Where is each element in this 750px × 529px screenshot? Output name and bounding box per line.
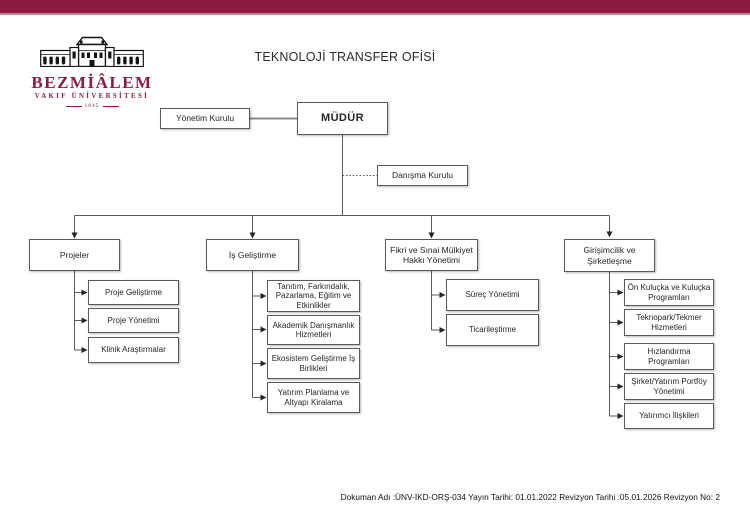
page-title: TEKNOLOJİ TRANSFER OFİSİ <box>254 50 436 64</box>
org-box-child: Akademik Danışmanlık Hizmetleri <box>267 315 360 345</box>
org-box-child: Yatırım Planlama ve Altyapı Kiralama <box>267 382 360 413</box>
org-box-child: Klinik Araştırmalar <box>88 337 179 363</box>
org-box-child: Proje Geliştirme <box>88 280 179 305</box>
org-box-yonetim-kurulu: Yönetim Kurulu <box>160 108 250 129</box>
logo-year: 1845 <box>84 102 100 109</box>
org-box-child: Proje Yönetimi <box>88 308 179 333</box>
org-box-branch-girisimcilik: Girişimcilik ve Şirketleşme <box>564 239 655 272</box>
top-brand-bar-accent <box>0 13 750 15</box>
logo-wordmark: BEZMİÂLEM <box>31 73 153 92</box>
org-box-branch-projeler: Projeler <box>29 239 120 271</box>
org-box-danisma-kurulu: Danışma Kurulu <box>377 165 468 186</box>
org-box-branch-is-gelistirme: İş Geliştirme <box>206 239 299 271</box>
university-building-icon <box>40 36 144 68</box>
top-brand-bar <box>0 0 750 13</box>
logo-subtitle: VAKIF ÜNİVERSİTESİ <box>34 93 150 100</box>
org-box-child: Yatırımcı İlişkileri <box>624 403 714 429</box>
org-box-mudur: MÜDÜR <box>297 102 388 135</box>
document-info-footer: Dokuman Adı :ÜNV-İKD-ORŞ-034 Yayın Tarih… <box>340 492 720 502</box>
logo-year-rule-left <box>65 106 82 108</box>
logo-year-row: 1845 <box>28 102 156 110</box>
university-logo: BEZMİÂLEM VAKIF ÜNİVERSİTESİ 1845 <box>28 36 156 109</box>
logo-year-rule-right <box>102 106 119 108</box>
org-box-child: Şirket/Yatırım Portföy Yönetimi <box>624 373 714 400</box>
org-box-child: Ön Kuluçka ve Kuluçka Programları <box>624 279 714 306</box>
org-box-child: Ekosistem Geliştirme İş Birlikleri <box>267 348 360 379</box>
org-box-child: Teknopark/Tekmer Hizmetleri <box>624 309 714 336</box>
org-box-child: Süreç Yönetimi <box>446 279 539 311</box>
org-box-child: Ticarileştirme <box>446 314 539 346</box>
org-box-child: Hızlandırma Programları <box>624 343 714 370</box>
org-box-branch-fikri-mulkiyet: Fikri ve Sınai Mülkiyet Hakkı Yönetimi <box>385 239 478 271</box>
org-box-child: Tanıtım, Farkındalık, Pazarlama, Eğitim … <box>267 280 360 312</box>
